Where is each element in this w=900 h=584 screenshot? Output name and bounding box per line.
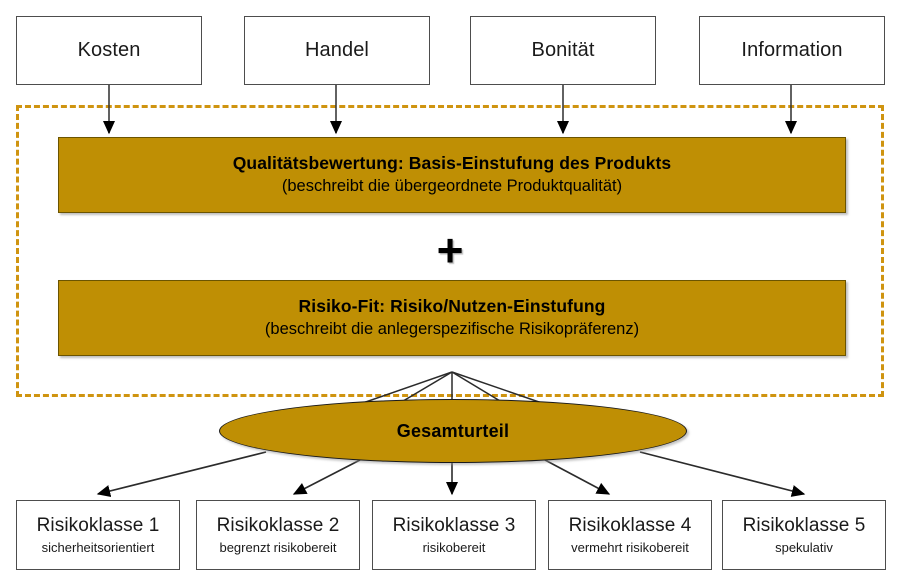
source-box-information[interactable]: Information: [699, 16, 885, 85]
gold-bar-title: Qualitätsbewertung: Basis-Einstufung des…: [232, 153, 672, 174]
risk-class-title: Risikoklasse 4: [568, 514, 692, 536]
risk-class-subtitle: risikobereit: [422, 539, 486, 555]
source-box-kosten[interactable]: Kosten: [16, 16, 202, 85]
source-label: Bonität: [531, 39, 595, 61]
risk-class-title: Risikoklasse 1: [36, 514, 160, 536]
risk-class-subtitle: begrenzt risikobereit: [219, 539, 337, 555]
source-label: Handel: [305, 39, 369, 61]
risk-class-title: Risikoklasse 5: [742, 514, 866, 536]
risk-class-box-2[interactable]: Risikoklasse 2 begrenzt risikobereit: [196, 500, 360, 570]
gold-bar-description: (beschreibt die anlegerspezifische Risik…: [264, 320, 640, 339]
source-box-bonitaet[interactable]: Bonität: [470, 16, 656, 85]
gold-bar-title: Risiko-Fit: Risiko/Nutzen-Einstufung: [298, 296, 606, 317]
gold-bar-description: (beschreibt die übergeordnete Produktqua…: [281, 177, 623, 196]
risk-class-subtitle: vermehrt risikobereit: [571, 539, 689, 555]
risk-class-title: Risikoklasse 2: [216, 514, 340, 536]
source-label: Information: [741, 39, 843, 61]
risk-class-title: Risikoklasse 3: [392, 514, 516, 536]
plus-operator: +: [436, 224, 464, 276]
risk-class-box-1[interactable]: Risikoklasse 1 sicherheitsorientiert: [16, 500, 180, 570]
risk-class-box-3[interactable]: Risikoklasse 3 risikobereit: [372, 500, 536, 570]
gold-bar-risiko-fit[interactable]: Risiko-Fit: Risiko/Nutzen-Einstufung (be…: [58, 280, 846, 356]
risk-class-subtitle: spekulativ: [775, 539, 833, 555]
result-ellipse-gesamturteil[interactable]: Gesamturteil: [219, 399, 687, 463]
risk-class-box-5[interactable]: Risikoklasse 5 spekulativ: [722, 500, 886, 570]
result-label: Gesamturteil: [396, 420, 510, 441]
gold-bar-qualitaetsbewertung[interactable]: Qualitätsbewertung: Basis-Einstufung des…: [58, 137, 846, 213]
source-label: Kosten: [77, 39, 141, 61]
risk-class-subtitle: sicherheitsorientiert: [41, 539, 155, 555]
source-box-handel[interactable]: Handel: [244, 16, 430, 85]
risk-class-box-4[interactable]: Risikoklasse 4 vermehrt risikobereit: [548, 500, 712, 570]
